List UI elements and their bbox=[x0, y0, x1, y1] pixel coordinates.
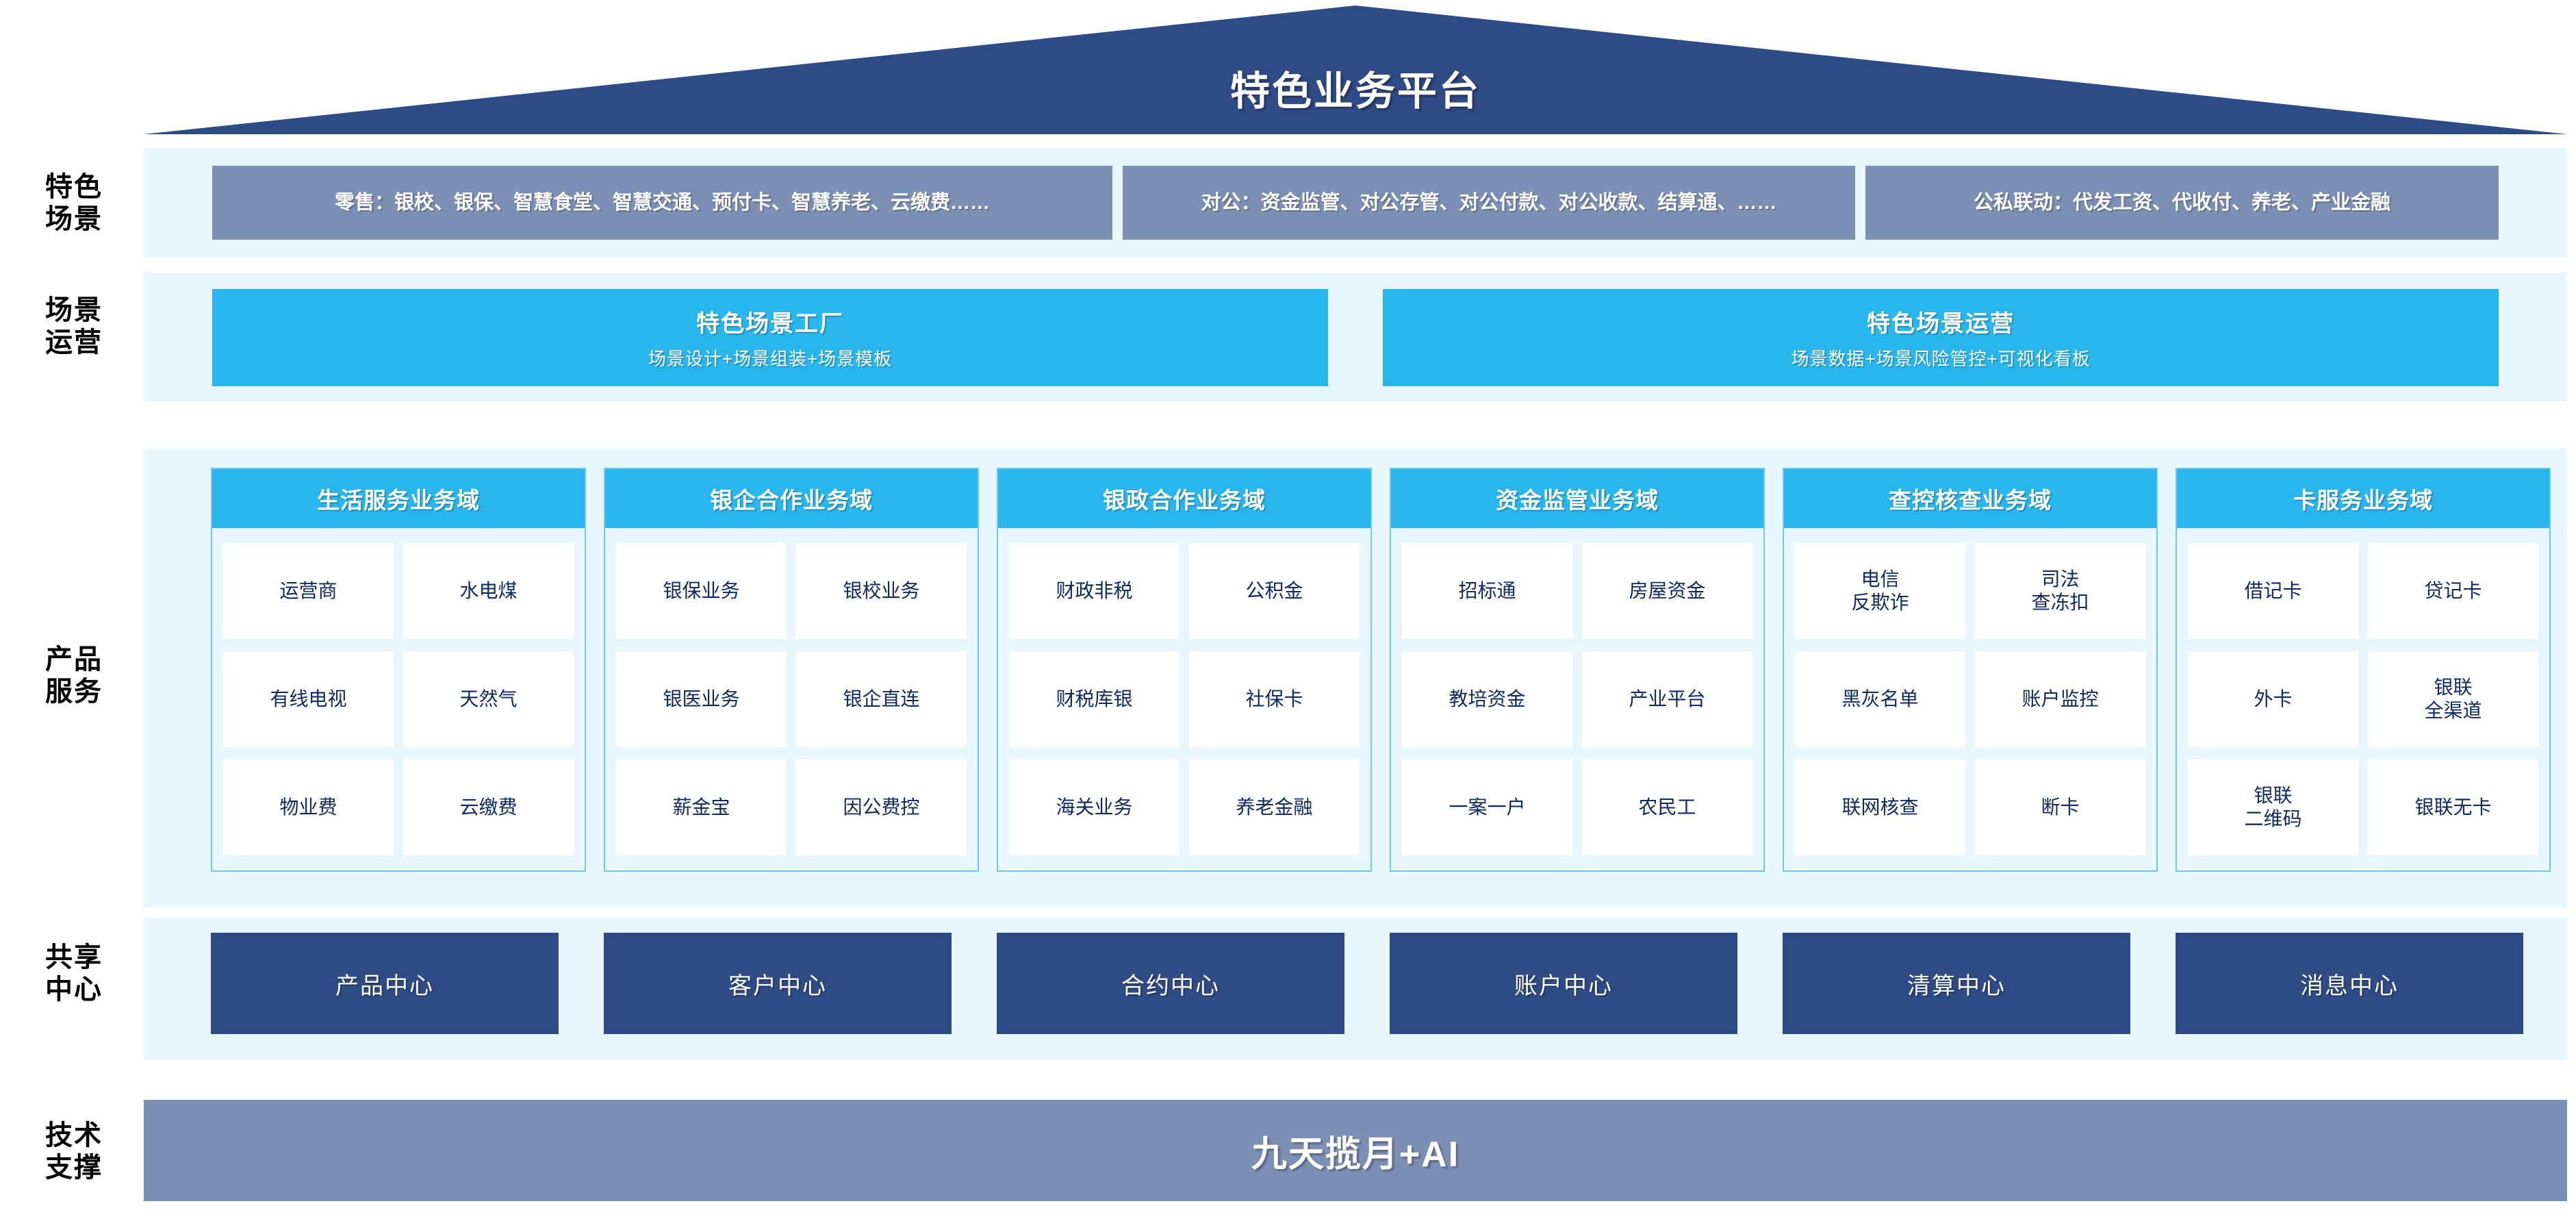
row-label-tech-support: 技术 支撑 bbox=[45, 1120, 103, 1183]
domain-column-bank-government[interactable]: 银政合作业务域 财政非税 公积金 财税库银 社保卡 海关业务 养老金融 bbox=[997, 468, 1372, 872]
operation-row: 特色场景工厂 场景设计+场景组装+场景模板 特色场景运营 场景数据+场景风险管控… bbox=[144, 273, 2567, 401]
page-title: 特色业务平台 bbox=[1229, 69, 1481, 114]
domain-item[interactable]: 产业平台 bbox=[1582, 651, 1752, 747]
shared-center-clearing[interactable]: 清算中心 bbox=[1783, 933, 2130, 1034]
domain-item[interactable]: 财政非税 bbox=[1009, 543, 1179, 639]
tech-support-bar[interactable]: 九天揽月+AI bbox=[144, 1100, 2567, 1201]
domain-item-grid: 运营商 水电煤 有线电视 天然气 物业费 云缴费 bbox=[212, 528, 585, 870]
scenario-row: 零售：银校、银保、智慧食堂、智慧交通、预付卡、智慧养老、云缴费…… 对公：资金监… bbox=[144, 148, 2567, 257]
domain-item[interactable]: 账户监控 bbox=[1975, 651, 2145, 747]
domain-column-bank-enterprise[interactable]: 银企合作业务域 银保业务 银校业务 银医业务 银企直连 薪金宝 因公费控 bbox=[604, 468, 979, 872]
domain-item[interactable]: 外卡 bbox=[2188, 651, 2358, 747]
domain-column-fund-supervision[interactable]: 资金监管业务域 招标通 房屋资金 教培资金 产业平台 一案一户 农民工 bbox=[1390, 468, 1765, 872]
domain-title: 生活服务业务域 bbox=[212, 469, 585, 528]
domain-item-grid: 财政非税 公积金 财税库银 社保卡 海关业务 养老金融 bbox=[998, 528, 1370, 870]
row-label-product: 产品 服务 bbox=[45, 644, 103, 707]
operation-box-scene-operation[interactable]: 特色场景运营 场景数据+场景风险管控+可视化看板 bbox=[1383, 289, 2499, 386]
shared-center-product[interactable]: 产品中心 bbox=[211, 933, 559, 1034]
domain-title: 查控核查业务域 bbox=[1784, 469, 2156, 528]
domain-item[interactable]: 银保业务 bbox=[616, 543, 787, 639]
operation-title: 特色场景运营 bbox=[1867, 311, 2015, 337]
domain-item[interactable]: 银医业务 bbox=[616, 651, 787, 747]
domain-item[interactable]: 水电煤 bbox=[403, 543, 574, 639]
shared-center-contract[interactable]: 合约中心 bbox=[997, 933, 1344, 1034]
domain-title: 银企合作业务域 bbox=[605, 469, 978, 528]
scenario-box-corporate[interactable]: 对公：资金监管、对公存管、对公付款、对公收款、结算通、…… bbox=[1123, 166, 1855, 240]
domain-item[interactable]: 薪金宝 bbox=[616, 759, 787, 855]
domain-item[interactable]: 司法 查冻扣 bbox=[1975, 543, 2145, 639]
domain-item[interactable]: 电信 反欺诈 bbox=[1795, 543, 1965, 639]
domain-item[interactable]: 银校业务 bbox=[796, 543, 967, 639]
shared-center-customer[interactable]: 客户中心 bbox=[604, 933, 952, 1034]
domain-item-grid: 电信 反欺诈 司法 查冻扣 黑灰名单 账户监控 联网核查 断卡 bbox=[1784, 528, 2156, 870]
row-label-scenario: 特色 场景 bbox=[45, 172, 103, 235]
domain-item[interactable]: 借记卡 bbox=[2188, 543, 2358, 639]
operation-subtitle: 场景设计+场景组装+场景模板 bbox=[648, 349, 893, 369]
domain-item-grid: 招标通 房屋资金 教培资金 产业平台 一案一户 农民工 bbox=[1391, 528, 1763, 870]
scenario-box-linkage[interactable]: 公私联动：代发工资、代收付、养老、产业金融 bbox=[1865, 166, 2499, 240]
domain-item[interactable]: 银联 全渠道 bbox=[2368, 651, 2538, 747]
operation-title: 特色场景工厂 bbox=[696, 311, 844, 337]
domain-item[interactable]: 物业费 bbox=[223, 759, 394, 855]
domain-title: 银政合作业务域 bbox=[998, 469, 1370, 528]
domain-item-grid: 银保业务 银校业务 银医业务 银企直连 薪金宝 因公费控 bbox=[605, 528, 978, 870]
domain-item[interactable]: 断卡 bbox=[1975, 759, 2145, 855]
domain-item[interactable]: 养老金融 bbox=[1189, 759, 1360, 855]
domain-item[interactable]: 教培资金 bbox=[1402, 651, 1572, 747]
domain-item[interactable]: 天然气 bbox=[403, 651, 574, 747]
domain-item[interactable]: 房屋资金 bbox=[1582, 543, 1752, 639]
domain-item[interactable]: 云缴费 bbox=[403, 759, 574, 855]
domain-item[interactable]: 财税库银 bbox=[1009, 651, 1179, 747]
domain-item-grid: 借记卡 贷记卡 外卡 银联 全渠道 银联 二维码 银联无卡 bbox=[2177, 528, 2549, 870]
operation-box-scene-factory[interactable]: 特色场景工厂 场景设计+场景组装+场景模板 bbox=[212, 289, 1328, 386]
domain-title: 卡服务业务域 bbox=[2177, 469, 2549, 528]
domain-item[interactable]: 农民工 bbox=[1582, 759, 1752, 855]
shared-center-account[interactable]: 账户中心 bbox=[1390, 933, 1737, 1034]
domain-item[interactable]: 一案一户 bbox=[1402, 759, 1572, 855]
domain-item[interactable]: 银联无卡 bbox=[2368, 759, 2538, 855]
domain-title: 资金监管业务域 bbox=[1391, 469, 1763, 528]
row-label-operation: 场景 运营 bbox=[45, 295, 103, 358]
domain-item[interactable]: 贷记卡 bbox=[2368, 543, 2538, 639]
product-service-row: 生活服务业务域 运营商 水电煤 有线电视 天然气 物业费 云缴费 银企合作业务域… bbox=[144, 449, 2567, 907]
domain-item[interactable]: 黑灰名单 bbox=[1795, 651, 1965, 747]
domain-item[interactable]: 海关业务 bbox=[1009, 759, 1179, 855]
domain-item[interactable]: 联网核查 bbox=[1795, 759, 1965, 855]
shared-center-message[interactable]: 消息中心 bbox=[2176, 933, 2523, 1034]
domain-column-investigation-control[interactable]: 查控核查业务域 电信 反欺诈 司法 查冻扣 黑灰名单 账户监控 联网核查 断卡 bbox=[1783, 468, 2158, 872]
row-label-shared-center: 共享 中心 bbox=[45, 942, 103, 1005]
operation-subtitle: 场景数据+场景风险管控+可视化看板 bbox=[1791, 349, 2091, 369]
domain-item[interactable]: 因公费控 bbox=[796, 759, 967, 855]
domain-column-card-service[interactable]: 卡服务业务域 借记卡 贷记卡 外卡 银联 全渠道 银联 二维码 银联无卡 bbox=[2176, 468, 2551, 872]
domain-item[interactable]: 运营商 bbox=[223, 543, 394, 639]
domain-item[interactable]: 招标通 bbox=[1402, 543, 1572, 639]
domain-item[interactable]: 社保卡 bbox=[1189, 651, 1360, 747]
shared-center-row: 产品中心 客户中心 合约中心 账户中心 清算中心 消息中心 bbox=[144, 918, 2567, 1060]
platform-title-banner: 特色业务平台 bbox=[144, 5, 2567, 134]
domain-column-life-service[interactable]: 生活服务业务域 运营商 水电煤 有线电视 天然气 物业费 云缴费 bbox=[211, 468, 586, 872]
scenario-box-retail[interactable]: 零售：银校、银保、智慧食堂、智慧交通、预付卡、智慧养老、云缴费…… bbox=[212, 166, 1112, 240]
domain-item[interactable]: 有线电视 bbox=[223, 651, 394, 747]
domain-item[interactable]: 银联 二维码 bbox=[2188, 759, 2358, 855]
domain-item[interactable]: 银企直连 bbox=[796, 651, 967, 747]
domain-item[interactable]: 公积金 bbox=[1189, 543, 1360, 639]
